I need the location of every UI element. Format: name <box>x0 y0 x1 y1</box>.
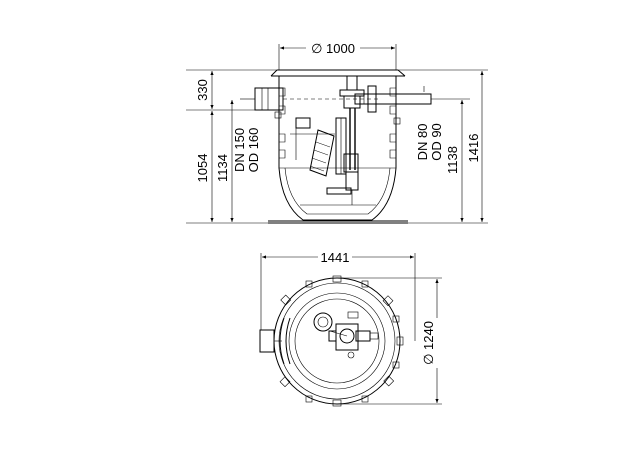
dim-plan-width-label: 1441 <box>321 250 350 265</box>
dim-right-group: 1138 1416 DN 80 OD 90 <box>398 69 488 224</box>
dim-top-diameter: ∅ 1000 <box>278 41 397 70</box>
inlet-od-label: OD 160 <box>246 128 261 173</box>
tank-plan-outline <box>273 275 404 407</box>
dim-left-group: 330 1054 1134 DN 150 OD 160 <box>186 69 279 224</box>
dim-330-label: 330 <box>195 79 210 101</box>
plan-view: 1441 ∅ 1240 <box>259 250 442 407</box>
dim-plan-width: 1441 <box>260 250 416 341</box>
inlet-stub-plan <box>259 317 291 365</box>
inlet-pipe <box>254 87 380 111</box>
outlet-dn-label: DN 80 <box>415 124 430 161</box>
outlet-pipe <box>354 85 432 113</box>
float-switch <box>309 129 335 177</box>
pump-assembly <box>290 75 365 205</box>
pump-plan <box>313 311 379 359</box>
dim-plan-diameter: ∅ 1240 <box>337 277 442 405</box>
dim-plan-diameter-label: ∅ 1240 <box>421 321 436 365</box>
dim-1138-label: 1138 <box>445 146 460 174</box>
dim-top-diameter-label: ∅ 1000 <box>311 41 355 56</box>
dim-1054-label: 1054 <box>195 154 210 183</box>
tank-body <box>268 69 408 224</box>
dim-1416-label: 1416 <box>466 134 481 163</box>
inlet-dn-label: DN 150 <box>232 128 247 172</box>
outlet-od-label: OD 90 <box>429 123 444 161</box>
front-view: ∅ 1000 330 1054 1134 DN 150 OD 160 1138 <box>186 41 488 224</box>
dim-1134-label: 1134 <box>215 154 230 182</box>
